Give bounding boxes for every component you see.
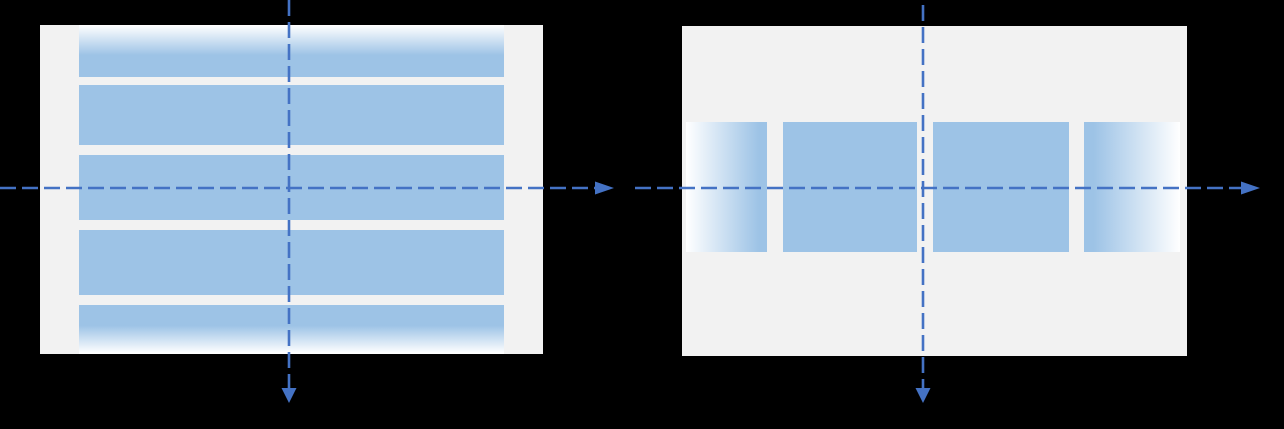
vertical-stripe-2 <box>783 122 917 252</box>
vertical-axis-left-panel <box>281 0 297 403</box>
horizontal-stripe-2 <box>79 85 504 145</box>
vertical-axis-right-panel <box>915 5 931 403</box>
vertical-axis-right-panel-arrow-down-icon <box>915 388 931 403</box>
horizontal-axis-right-panel <box>635 181 1260 195</box>
horizontal-axis-left-panel <box>0 181 614 195</box>
vertical-axis-left-panel-arrow-down-icon <box>281 388 297 403</box>
horizontal-stripe-1 <box>79 25 504 77</box>
horizontal-axis-left-panel-arrow-right-icon <box>595 181 614 195</box>
horizontal-axis-right-panel-arrow-right-icon <box>1241 181 1260 195</box>
horizontal-stripe-5 <box>79 305 504 354</box>
panel-horizontal-stripes <box>40 25 543 354</box>
horizontal-stripe-4 <box>79 230 504 295</box>
